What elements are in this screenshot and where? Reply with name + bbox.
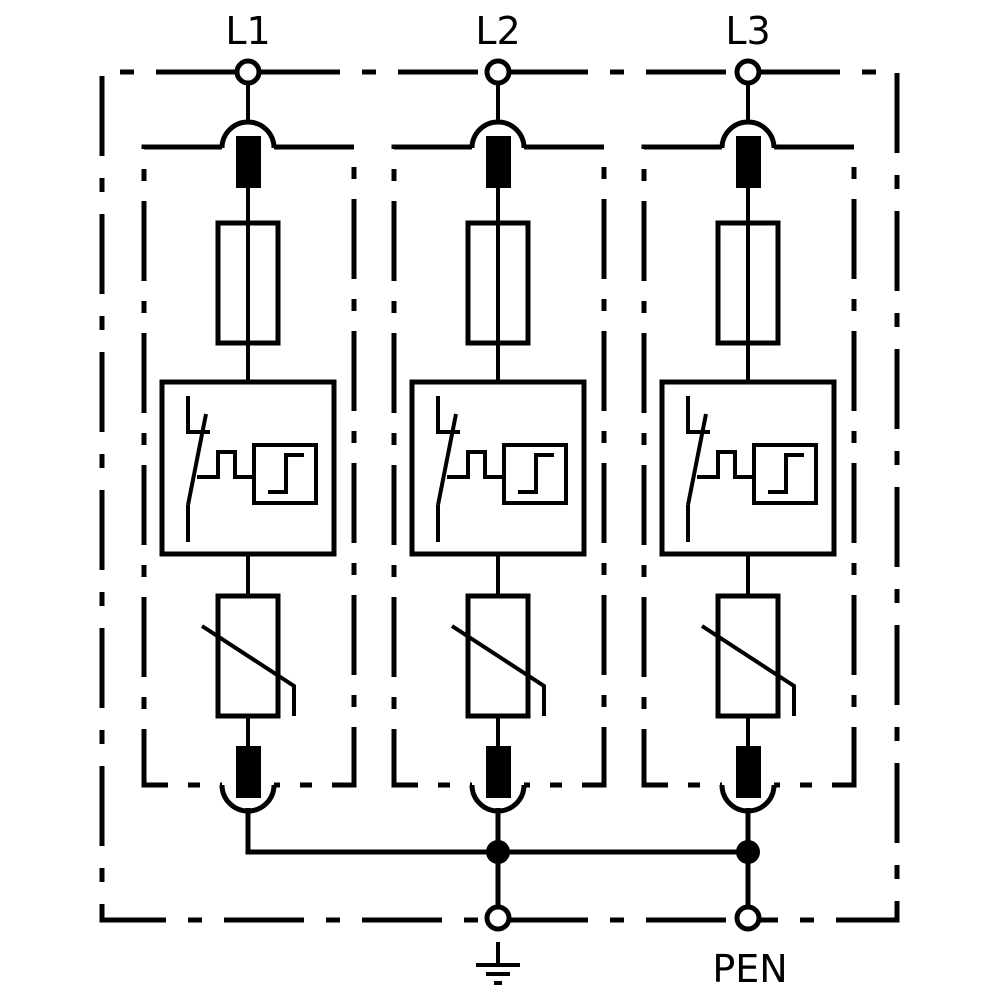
module-l2 bbox=[391, 58, 607, 814]
terminal-label-l3: L3 bbox=[725, 9, 770, 53]
plug-contact-arc-top bbox=[469, 119, 527, 149]
thermal-disconnector-icon bbox=[159, 379, 337, 557]
terminal-label-l1: L1 bbox=[225, 9, 270, 53]
junction-dot-pen bbox=[736, 840, 760, 864]
earth-ground-icon bbox=[476, 942, 520, 985]
varistor-icon bbox=[450, 593, 546, 719]
terminal-label-pen: PEN bbox=[712, 947, 787, 991]
plug-contact-top bbox=[736, 136, 761, 188]
plug-contact-bottom bbox=[486, 746, 511, 798]
plug-contact-bottom bbox=[736, 746, 761, 798]
junction-dot-pe bbox=[486, 840, 510, 864]
fuse-icon bbox=[715, 220, 781, 346]
plug-contact-top bbox=[236, 136, 261, 188]
plug-contact-arc-top bbox=[219, 119, 277, 149]
varistor-icon bbox=[700, 593, 796, 719]
terminal-pe bbox=[476, 904, 520, 985]
outer-enclosure bbox=[99, 69, 900, 923]
modules bbox=[141, 58, 857, 814]
plug-contact-top bbox=[486, 136, 511, 188]
terminal-l1 bbox=[234, 58, 262, 86]
module-l3 bbox=[641, 58, 857, 814]
fuse-icon bbox=[215, 220, 281, 346]
module-l1 bbox=[141, 58, 357, 814]
terminal-l3 bbox=[734, 58, 762, 86]
fuse-icon bbox=[465, 220, 531, 346]
varistor-icon bbox=[200, 593, 296, 719]
thermal-disconnector-icon bbox=[409, 379, 587, 557]
terminal-pen: PEN bbox=[712, 904, 788, 991]
plug-contact-bottom bbox=[236, 746, 261, 798]
plug-contact-arc-top bbox=[719, 119, 777, 149]
pe-bus bbox=[245, 808, 760, 908]
terminal-label-l2: L2 bbox=[475, 9, 520, 53]
terminal-l2 bbox=[484, 58, 512, 86]
thermal-disconnector-icon bbox=[659, 379, 837, 557]
